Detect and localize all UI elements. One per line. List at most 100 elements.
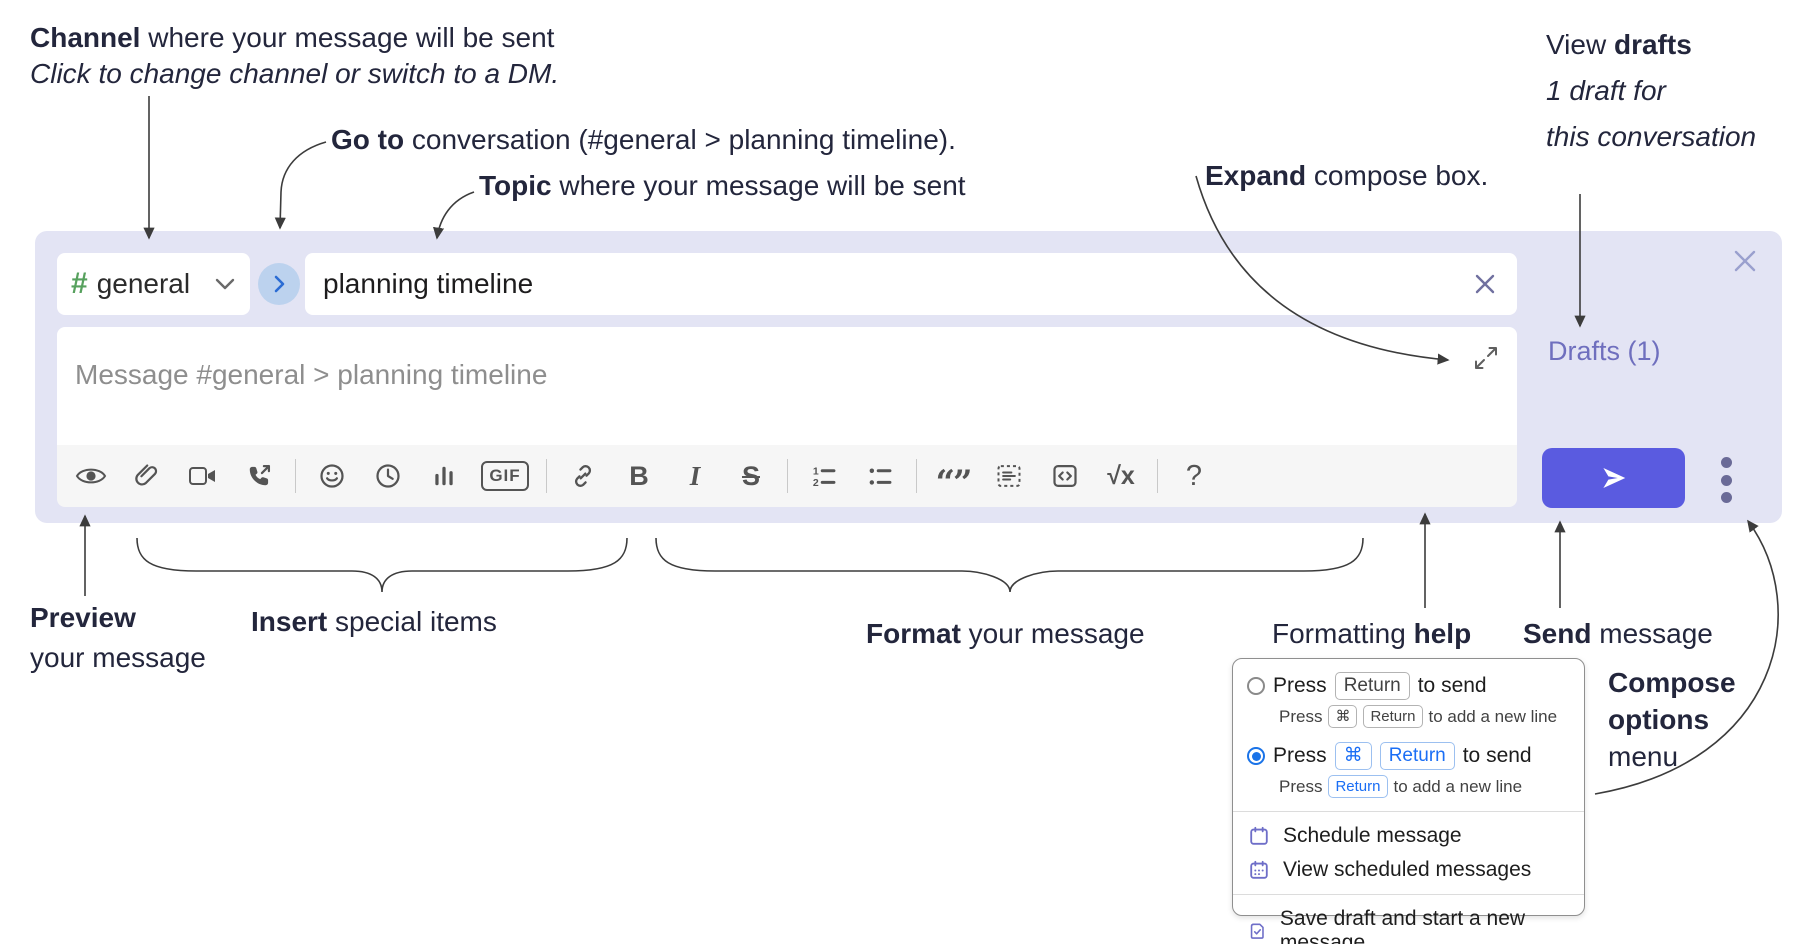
- return-key: Return: [1328, 775, 1388, 798]
- channel-annotation-rest: where your message will be sent: [140, 22, 555, 53]
- emoji-smile-icon: [320, 464, 344, 488]
- message-input[interactable]: Message #general > planning timeline: [57, 327, 1517, 445]
- formatting-toolbar: GIF B I S: [57, 445, 1517, 507]
- radio-unselected-icon[interactable]: [1247, 677, 1265, 695]
- inline-code-button[interactable]: [1037, 452, 1093, 500]
- svg-text:2: 2: [813, 477, 819, 489]
- audio-call-button[interactable]: [231, 452, 287, 500]
- code-block-button[interactable]: [981, 452, 1037, 500]
- close-icon: [1475, 274, 1495, 294]
- code-icon: [1053, 464, 1077, 488]
- send-annotation: Send message: [1523, 618, 1713, 649]
- return-key: Return: [1379, 742, 1455, 770]
- channel-annotation: Channel where your message will be sent …: [30, 20, 559, 92]
- link-button[interactable]: [555, 452, 611, 500]
- channel-hash-icon: #: [71, 267, 88, 300]
- expand-icon: [1475, 347, 1497, 369]
- chevron-down-icon: [215, 278, 235, 290]
- channel-annotation-bold: Channel: [30, 22, 141, 53]
- option-return-to-send[interactable]: Press Return to send: [1233, 670, 1584, 702]
- draft-check-icon: [1250, 923, 1264, 939]
- ordered-list-button[interactable]: 1 2: [796, 452, 852, 500]
- topic-value: planning timeline: [323, 268, 534, 299]
- menu-divider: [1233, 811, 1584, 812]
- option-cmd-return-to-send-hint: Press Return to add a new line: [1233, 772, 1584, 804]
- formatting-help-button[interactable]: ?: [1166, 452, 1222, 500]
- calendar-icon: [1250, 826, 1268, 845]
- preview-annotation: Preview your message: [30, 602, 206, 673]
- schedule-send-button[interactable]: [360, 452, 416, 500]
- compose-options-button[interactable]: [1711, 457, 1741, 503]
- link-icon: [574, 465, 592, 487]
- emoji-button[interactable]: [304, 452, 360, 500]
- radio-selected-icon[interactable]: [1247, 747, 1265, 765]
- formatting-help-annotation: Formatting help: [1272, 618, 1472, 649]
- gif-icon: GIF: [481, 461, 529, 491]
- message-placeholder: Message #general > planning timeline: [75, 359, 548, 390]
- menu-item-save-draft[interactable]: Save draft and start a new message: [1233, 902, 1584, 944]
- compose-options-menu: Press Return to send Press ⌘ Return to a…: [1232, 658, 1585, 944]
- bulleted-list-button[interactable]: [852, 452, 908, 500]
- clear-topic-button[interactable]: [1471, 270, 1499, 298]
- ordered-list-icon: 1 2: [813, 465, 836, 489]
- cmd-key: ⌘: [1334, 742, 1372, 770]
- toolbar-divider: [1157, 459, 1158, 493]
- cmd-key: ⌘: [1328, 705, 1358, 728]
- option-cmd-return-to-send[interactable]: Press ⌘ Return to send: [1233, 740, 1584, 772]
- formula-icon: √x: [1107, 461, 1135, 490]
- compose-box: # general planning timeline: [35, 231, 1782, 523]
- clock-icon: [376, 464, 400, 488]
- code-block-icon: [997, 465, 1021, 487]
- bold-icon: B: [629, 460, 649, 491]
- toolbar-divider: [916, 459, 917, 493]
- paperclip-icon: [135, 464, 158, 486]
- menu-item-schedule-message[interactable]: Schedule message: [1233, 819, 1584, 853]
- italic-button[interactable]: I: [667, 452, 723, 500]
- phone-forward-icon: [249, 464, 271, 486]
- channel-selector[interactable]: # general: [57, 253, 250, 315]
- dots-vertical-icon: [1720, 457, 1732, 468]
- toolbar-divider: [295, 459, 296, 493]
- channel-annotation-line2: Click to change channel or switch to a D…: [30, 58, 560, 89]
- menu-item-view-scheduled[interactable]: View scheduled messages: [1233, 853, 1584, 887]
- send-button[interactable]: [1542, 448, 1685, 508]
- topic-input[interactable]: planning timeline: [305, 253, 1517, 315]
- strikethrough-button[interactable]: S: [723, 452, 779, 500]
- strikethrough-icon: S: [741, 460, 760, 491]
- eye-icon: [75, 468, 107, 484]
- drafts-link[interactable]: Drafts (1): [1548, 336, 1661, 366]
- format-annotation: Format your message: [866, 618, 1145, 649]
- preview-button[interactable]: [63, 452, 119, 500]
- attach-file-button[interactable]: [119, 452, 175, 500]
- send-icon: [1602, 468, 1625, 488]
- help-icon: ?: [1185, 459, 1203, 492]
- svg-text:1: 1: [813, 465, 819, 477]
- chevron-right-icon: [274, 275, 285, 293]
- expand-compose-button[interactable]: [1473, 345, 1499, 371]
- toolbar-divider: [546, 459, 547, 493]
- video-clip-button[interactable]: [175, 452, 231, 500]
- gif-button[interactable]: GIF: [472, 452, 538, 500]
- bold-button[interactable]: B: [611, 452, 667, 500]
- view-drafts-annotation: View drafts 1 draft for this conversatio…: [1546, 29, 1757, 152]
- expand-annotation: Expand compose box.: [1205, 160, 1489, 191]
- goto-annotation: Go to conversation (#general > planning …: [331, 124, 956, 155]
- channel-name: general: [96, 268, 191, 299]
- close-compose-button[interactable]: [1727, 243, 1763, 279]
- option-return-to-send-hint: Press ⌘ Return to add a new line: [1233, 702, 1584, 734]
- topic-annotation: Topic where your message will be sent: [479, 170, 966, 201]
- compose-options-annotation: Compose options menu: [1608, 667, 1736, 772]
- poll-button[interactable]: [416, 452, 472, 500]
- calendar-grid-icon: [1250, 860, 1268, 879]
- insert-annotation: Insert special items: [251, 606, 497, 637]
- formula-button[interactable]: √x: [1093, 452, 1149, 500]
- blockquote-button[interactable]: “”: [925, 452, 981, 500]
- close-icon: [1734, 250, 1756, 272]
- return-key: Return: [1363, 705, 1423, 728]
- video-camera-icon: [189, 467, 215, 485]
- goto-conversation-button[interactable]: [258, 263, 300, 305]
- bar-chart-icon: [435, 466, 453, 486]
- bulleted-list-icon: [869, 468, 892, 485]
- blockquote-icon: “”: [935, 463, 972, 503]
